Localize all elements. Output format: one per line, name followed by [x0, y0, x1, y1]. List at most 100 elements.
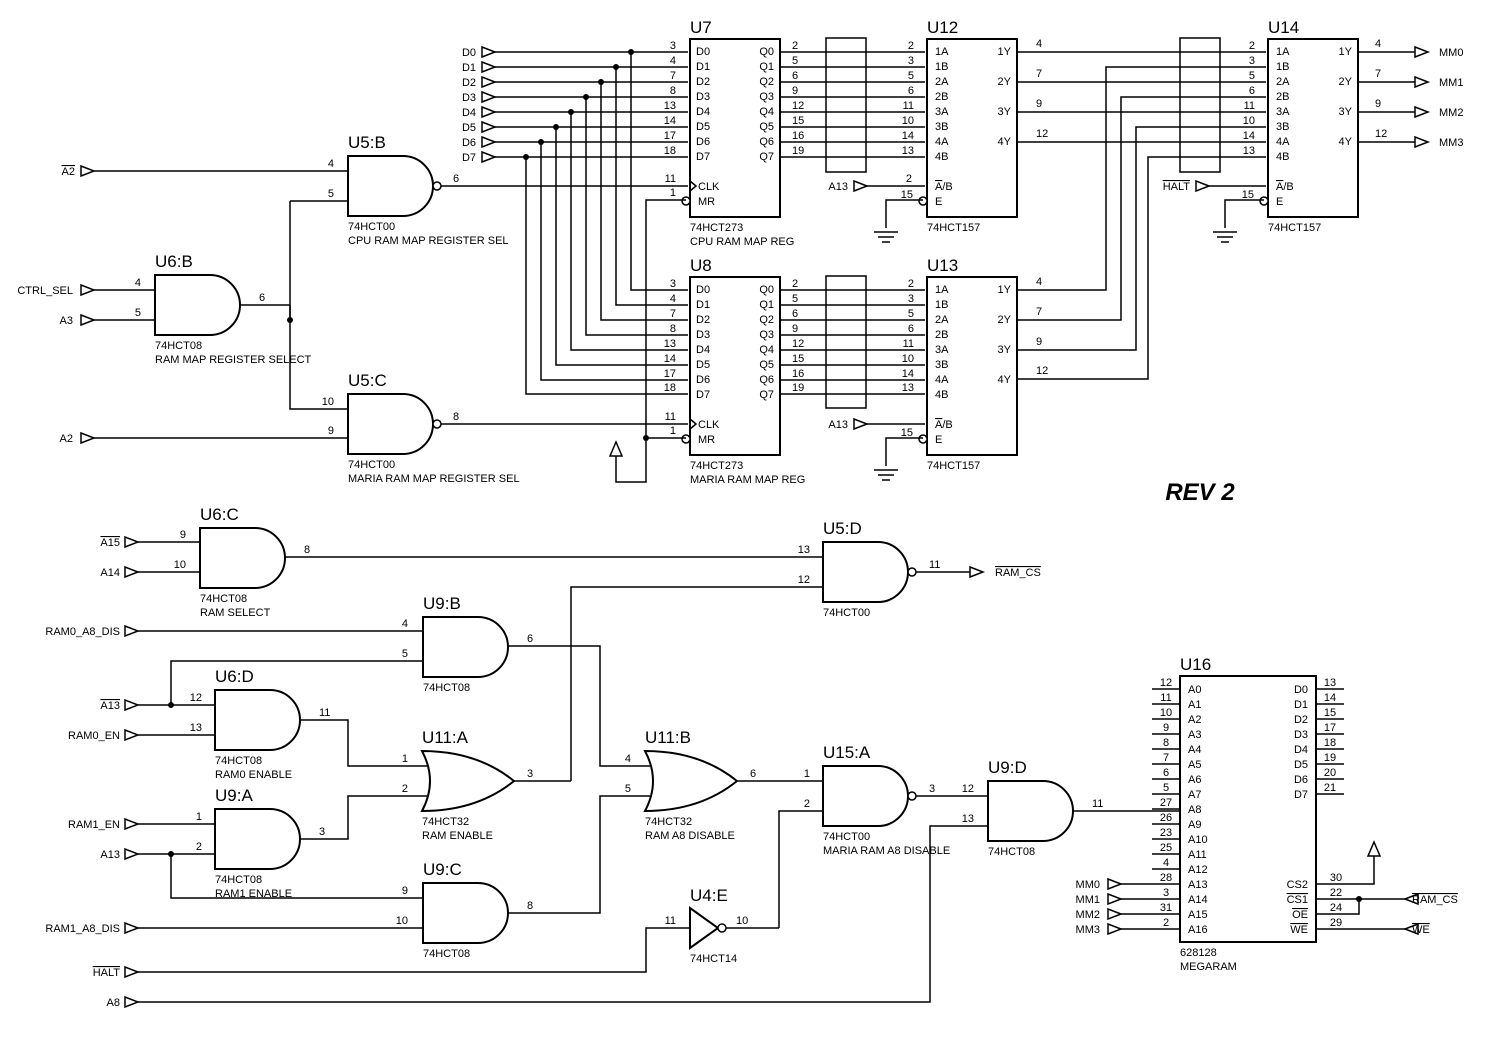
mux-input-label: 4A	[935, 374, 949, 386]
pin-number: 12	[798, 574, 810, 586]
sram-address-label: A0	[1188, 684, 1201, 696]
register-output-label: Q4	[759, 344, 774, 356]
input-port-icon	[124, 565, 141, 579]
gate-ref: U6:D	[215, 667, 254, 686]
or-gate-icon	[643, 749, 739, 813]
sram-address-label: A5	[1188, 759, 1201, 771]
register-input-label: D1	[696, 299, 710, 311]
pin-number: 12	[962, 783, 974, 795]
register-ref: U7	[690, 18, 712, 37]
output-port-icon	[969, 565, 986, 579]
sram-address-label: A13	[1188, 879, 1208, 891]
register-output-label: Q1	[759, 61, 774, 73]
register-description: CPU RAM MAP REG	[690, 236, 794, 248]
data-bus-wire	[615, 67, 688, 306]
and-gate-icon	[214, 689, 301, 751]
enable-wire	[885, 437, 923, 466]
gate-input-wire	[570, 586, 823, 781]
gate-ref: U5:D	[823, 519, 862, 538]
sram-address-label: A15	[1188, 909, 1208, 921]
gate-type: 74HCT08	[215, 755, 262, 767]
register-input-label: D0	[696, 46, 710, 58]
output-port-icon	[1414, 45, 1431, 59]
a3-net: A3	[60, 315, 73, 327]
mux-ref: U14	[1268, 18, 1299, 37]
pin-number: 14	[1243, 130, 1255, 142]
pin-number: 6	[792, 308, 798, 320]
pin-number: 29	[1330, 917, 1342, 929]
register-input-label: D7	[696, 389, 710, 401]
pin-number: 2	[792, 278, 798, 290]
mux-type: 74HCT157	[927, 460, 980, 472]
mux-input-label: 3A	[935, 344, 949, 356]
gate-type: 74HCT08	[155, 340, 202, 352]
mux-input-label: 2B	[935, 91, 948, 103]
pin-number: 9	[792, 85, 798, 97]
gate-input-wire	[778, 810, 823, 928]
data-input-net: D0	[462, 47, 476, 59]
sram-ref: U16	[1180, 655, 1211, 674]
mux-input-label: 4B	[935, 389, 948, 401]
pin-number: 30	[1330, 872, 1342, 884]
mux-input-label: 1A	[935, 46, 949, 58]
pin-number: 2	[804, 798, 810, 810]
mux-type: 74HCT157	[927, 222, 980, 234]
pin-number: 12	[792, 100, 804, 112]
pin-number: 13	[190, 722, 202, 734]
sram-data-label: D3	[1294, 729, 1308, 741]
clock-edge-icon	[689, 180, 698, 192]
pin-number: 19	[792, 145, 804, 157]
pin-number: 12	[1375, 128, 1387, 140]
gate-type: 74HCT08	[988, 846, 1035, 858]
pin-number: 6	[750, 768, 756, 780]
pin-number: 4	[670, 293, 676, 305]
pin-number: 4	[1375, 38, 1381, 50]
inversion-bubble	[432, 181, 442, 191]
pin-number: 3	[1163, 887, 1169, 899]
mux-output-label: 1Y	[998, 46, 1012, 58]
gate-ref: U9:A	[215, 786, 253, 805]
pin-number: 13	[902, 382, 914, 394]
gate-output-wire	[300, 835, 349, 840]
input-port-icon	[481, 105, 498, 119]
pin-number: 12	[1036, 365, 1048, 377]
enable-wire	[1224, 199, 1264, 228]
pin-number: 8	[304, 544, 310, 556]
pin-number: 5	[792, 55, 798, 67]
pin-number: 17	[664, 368, 676, 380]
pin-number: 4	[625, 753, 631, 765]
pin-number: 3	[908, 55, 914, 67]
halt-net-active-low: HALT	[1163, 181, 1191, 193]
gate-description: RAM0 ENABLE	[215, 769, 292, 781]
gate-type: 74HCT00	[823, 831, 870, 843]
gate-ref: U15:A	[823, 743, 871, 762]
register-input-label: D0	[696, 284, 710, 296]
mux-input-label: 3B	[1276, 121, 1289, 133]
mm-input-net: MM2	[1076, 909, 1100, 921]
pin-number: 24	[1330, 902, 1342, 914]
pin-number: 11	[1244, 100, 1255, 112]
pin-number: 14	[902, 130, 914, 142]
pin-number: 4	[1036, 38, 1042, 50]
register-input-label: D5	[696, 359, 710, 371]
input-port-icon	[481, 150, 498, 164]
sram-address-label: A7	[1188, 789, 1201, 801]
inversion-bubble	[432, 419, 442, 429]
pin-number: 2	[908, 40, 914, 52]
pin-number: 17	[664, 130, 676, 142]
select-wire	[289, 201, 348, 410]
pin-number: 11	[665, 173, 676, 185]
register-output-label: Q6	[759, 374, 774, 386]
pin-number: 5	[1163, 782, 1169, 794]
sram-address-label: A1	[1188, 699, 1201, 711]
register-output-label: Q0	[759, 46, 774, 58]
pin-number: 3	[319, 826, 325, 838]
data-bus-wire	[540, 142, 688, 381]
input-port-icon	[1195, 179, 1212, 193]
gate-output-wire	[300, 719, 428, 767]
pin-number: 11	[665, 915, 676, 927]
halt-bar-net-active-low: HALT	[93, 967, 121, 979]
mux-chip	[926, 276, 1018, 456]
and-gate-icon	[347, 393, 434, 455]
